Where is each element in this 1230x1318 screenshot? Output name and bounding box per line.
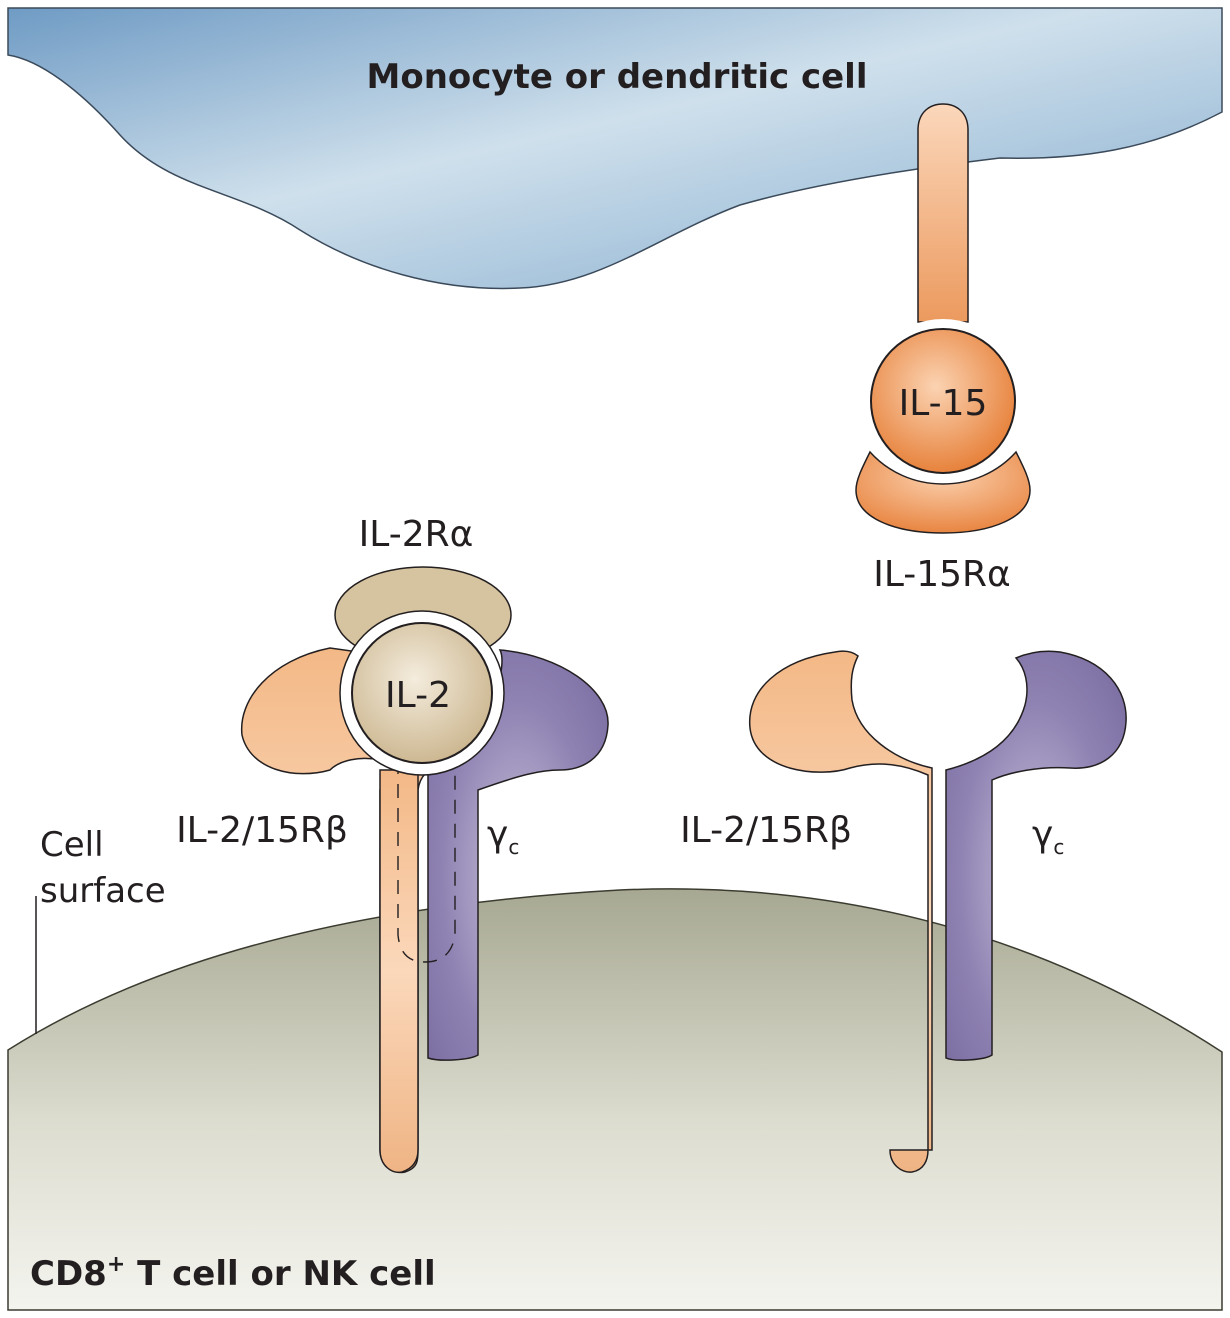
- right-beta-chain: [749, 650, 933, 1173]
- top-cell-membrane: [7, 7, 1223, 290]
- il15-ligand: [870, 328, 1016, 474]
- left-beta-label: IL-2/15Rβ: [176, 810, 348, 851]
- right-beta-label: IL-2/15Rβ: [680, 810, 852, 851]
- top-cell-label: Monocyte or dendritic cell: [367, 57, 868, 97]
- cell-surface-label-line2: surface: [40, 871, 166, 911]
- il15r-alpha-subunit: [855, 450, 1031, 534]
- il15r-alpha-stalk: [917, 103, 969, 323]
- il2-outer-ring: [339, 610, 505, 776]
- right-gamma-chain: [945, 650, 1127, 1061]
- left-beta-chain-lower: [379, 769, 419, 1174]
- left-gamma-label: γc: [487, 814, 519, 859]
- bottom-cell-label: CD8+ T cell or NK cell: [30, 1252, 436, 1294]
- bottom-cell-membrane: [7, 888, 1223, 1311]
- il15-label: IL-15: [899, 383, 988, 424]
- cell-surface-label-line1: Cell: [40, 825, 104, 865]
- il2r-alpha-label: IL-2Rα: [359, 514, 474, 555]
- il15r-alpha-label: IL-15Rα: [873, 554, 1011, 595]
- il2-label: IL-2: [385, 675, 451, 716]
- il2-ligand: [351, 622, 493, 764]
- left-binding-dashed-outline: [397, 760, 456, 963]
- right-gamma-label: γc: [1032, 814, 1064, 859]
